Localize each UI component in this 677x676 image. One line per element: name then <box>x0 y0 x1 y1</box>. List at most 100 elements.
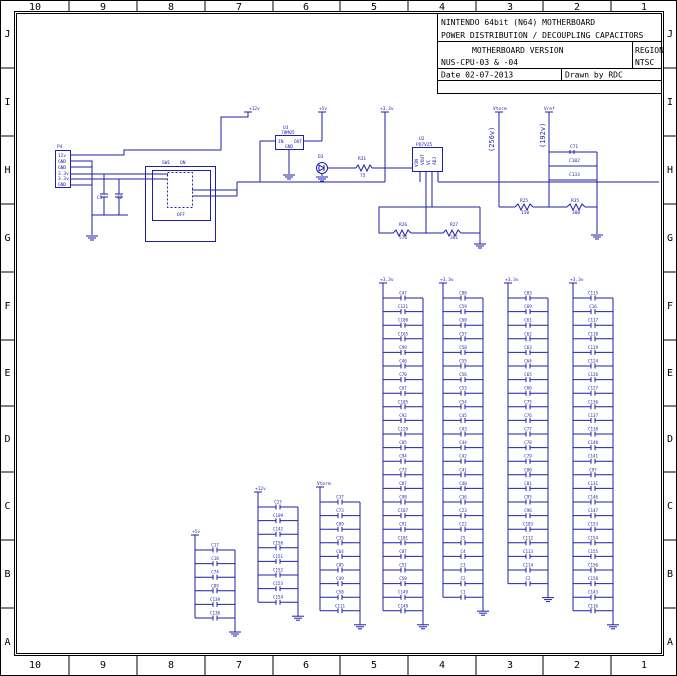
cap-label: C35 <box>336 535 344 540</box>
cap-label: C151 <box>273 554 284 559</box>
col-label: 8 <box>168 2 174 13</box>
row-label: B <box>667 569 673 580</box>
cap-label: C1 <box>97 195 103 201</box>
cap-label: C59 <box>459 304 467 309</box>
value-label: 381 <box>450 235 458 241</box>
cap-label: C62 <box>524 331 532 336</box>
ground-icon <box>607 624 619 630</box>
col-label: 1 <box>641 660 647 671</box>
row-label: A <box>667 637 673 648</box>
cap-label: C16 <box>589 304 597 309</box>
cap-label: C94 <box>399 454 407 459</box>
rail-label: +3.3v <box>380 277 394 283</box>
rail-label: +3.3v <box>570 277 584 283</box>
cap-label: C37 <box>336 495 344 500</box>
cap-label: C143 <box>588 590 599 595</box>
col-label: 2 <box>574 2 580 13</box>
column-labels-bottom: 10 9 8 7 6 5 4 3 2 1 <box>29 660 647 671</box>
regulator-u2: U2 PQ7VZ5 VIN VOUT VC ADJ <box>412 136 443 233</box>
cap-label: C78 <box>524 440 532 445</box>
cap-label: C66 <box>524 386 532 391</box>
cap-label: C154 <box>273 595 284 600</box>
cap-label: C61 <box>524 318 532 323</box>
col-label: 9 <box>100 660 106 671</box>
rail-label: +5v <box>192 529 200 535</box>
ref-label: R31 <box>358 156 366 162</box>
cap-label: C130 <box>210 611 221 616</box>
row-label: A <box>4 637 10 648</box>
row-label: E <box>4 368 10 379</box>
ground-icon <box>86 235 98 241</box>
cap-label: C81 <box>524 481 532 486</box>
cap-label: C67 <box>399 386 407 391</box>
cap-label: C47 <box>399 291 407 296</box>
cap-label: C165 <box>398 331 409 336</box>
cap-label: C56 <box>459 372 467 377</box>
cap-label: C80 <box>524 467 532 472</box>
version-label: MOTHERBOARD VERSION <box>472 46 564 55</box>
pin-label: VIN <box>414 159 420 167</box>
cap-label: C58 <box>336 590 344 595</box>
row-label: D <box>4 434 10 445</box>
date-text: Date 02-07-2013 <box>441 71 513 80</box>
pin-label: 3.3v <box>58 171 69 177</box>
pin-in-label: IN <box>278 139 284 145</box>
cap-label: C150 <box>273 540 284 545</box>
cap-label: C22 <box>459 522 467 527</box>
cap-label: C57 <box>459 331 467 336</box>
resistor-r35: R35 300 <box>566 198 598 234</box>
column-ticks <box>68 0 612 676</box>
region-label: REGION <box>635 46 664 55</box>
cap-label: C98 <box>399 495 407 500</box>
cap-label: C36 <box>459 495 467 500</box>
value-label: 576 <box>399 235 407 241</box>
rail-label: Vref <box>544 106 555 112</box>
ref-label: U2 <box>419 136 425 142</box>
cap-label: C138 <box>588 427 599 432</box>
rail-label: +3.3v <box>505 277 519 283</box>
column-labels-top: 10 9 8 7 6 5 4 3 2 1 <box>29 2 647 13</box>
cap-label: C154 <box>588 535 599 540</box>
part-label: PQ7VZ5 <box>416 142 433 148</box>
cap-bank: +3.3vC83C69C61C62C63C64C65C66C75C76C77C7… <box>504 277 554 603</box>
switch-sw1: SW1 ON OFF <box>145 160 237 242</box>
cap-label: C64 <box>524 359 532 364</box>
row-labels-left: J I H G F E D C B A <box>4 29 10 648</box>
cap-label: C27 <box>274 500 282 505</box>
cap-label: C117 <box>588 318 599 323</box>
row-label: I <box>667 97 673 108</box>
decoupling-banks: +5vC17C18C74C89C139C130+12vC27C109C142C1… <box>191 277 619 637</box>
cap-label: C60 <box>459 318 467 323</box>
value-label: 150 <box>521 210 529 216</box>
cap-label: C112 <box>523 535 534 540</box>
row-label: H <box>4 165 10 176</box>
row-label: C <box>667 501 673 512</box>
cap-label: C116 <box>588 603 599 608</box>
cap-label: C85 <box>336 563 344 568</box>
vref-net: Vref (192v) <box>539 106 555 207</box>
cap-label: C99 <box>399 345 407 350</box>
cap-label: C42 <box>459 454 467 459</box>
cap-label: C17 <box>211 543 219 548</box>
row-label: H <box>667 165 673 176</box>
ground-icon <box>591 234 603 240</box>
resistor-r27: R27 381 <box>442 222 480 241</box>
cap-label: C126 <box>588 372 599 377</box>
cap-label: C153 <box>588 522 599 527</box>
cap-label: C113 <box>523 549 534 554</box>
wire <box>70 112 249 156</box>
cap-label: C63 <box>524 345 532 350</box>
cap-label: C133 <box>569 172 580 178</box>
inner-border <box>14 11 664 656</box>
cap-label: C127 <box>588 386 599 391</box>
cap-label: C158 <box>588 576 599 581</box>
cap-label: C74 <box>211 570 219 575</box>
rail-label: +3.3v <box>440 277 454 283</box>
ref-label: P4 <box>57 144 63 150</box>
cap-label: C65 <box>524 372 532 377</box>
row-label: I <box>4 97 10 108</box>
rail-flag-3v3-top: +3.3v <box>380 106 394 182</box>
cap-label: C50 <box>399 576 407 581</box>
